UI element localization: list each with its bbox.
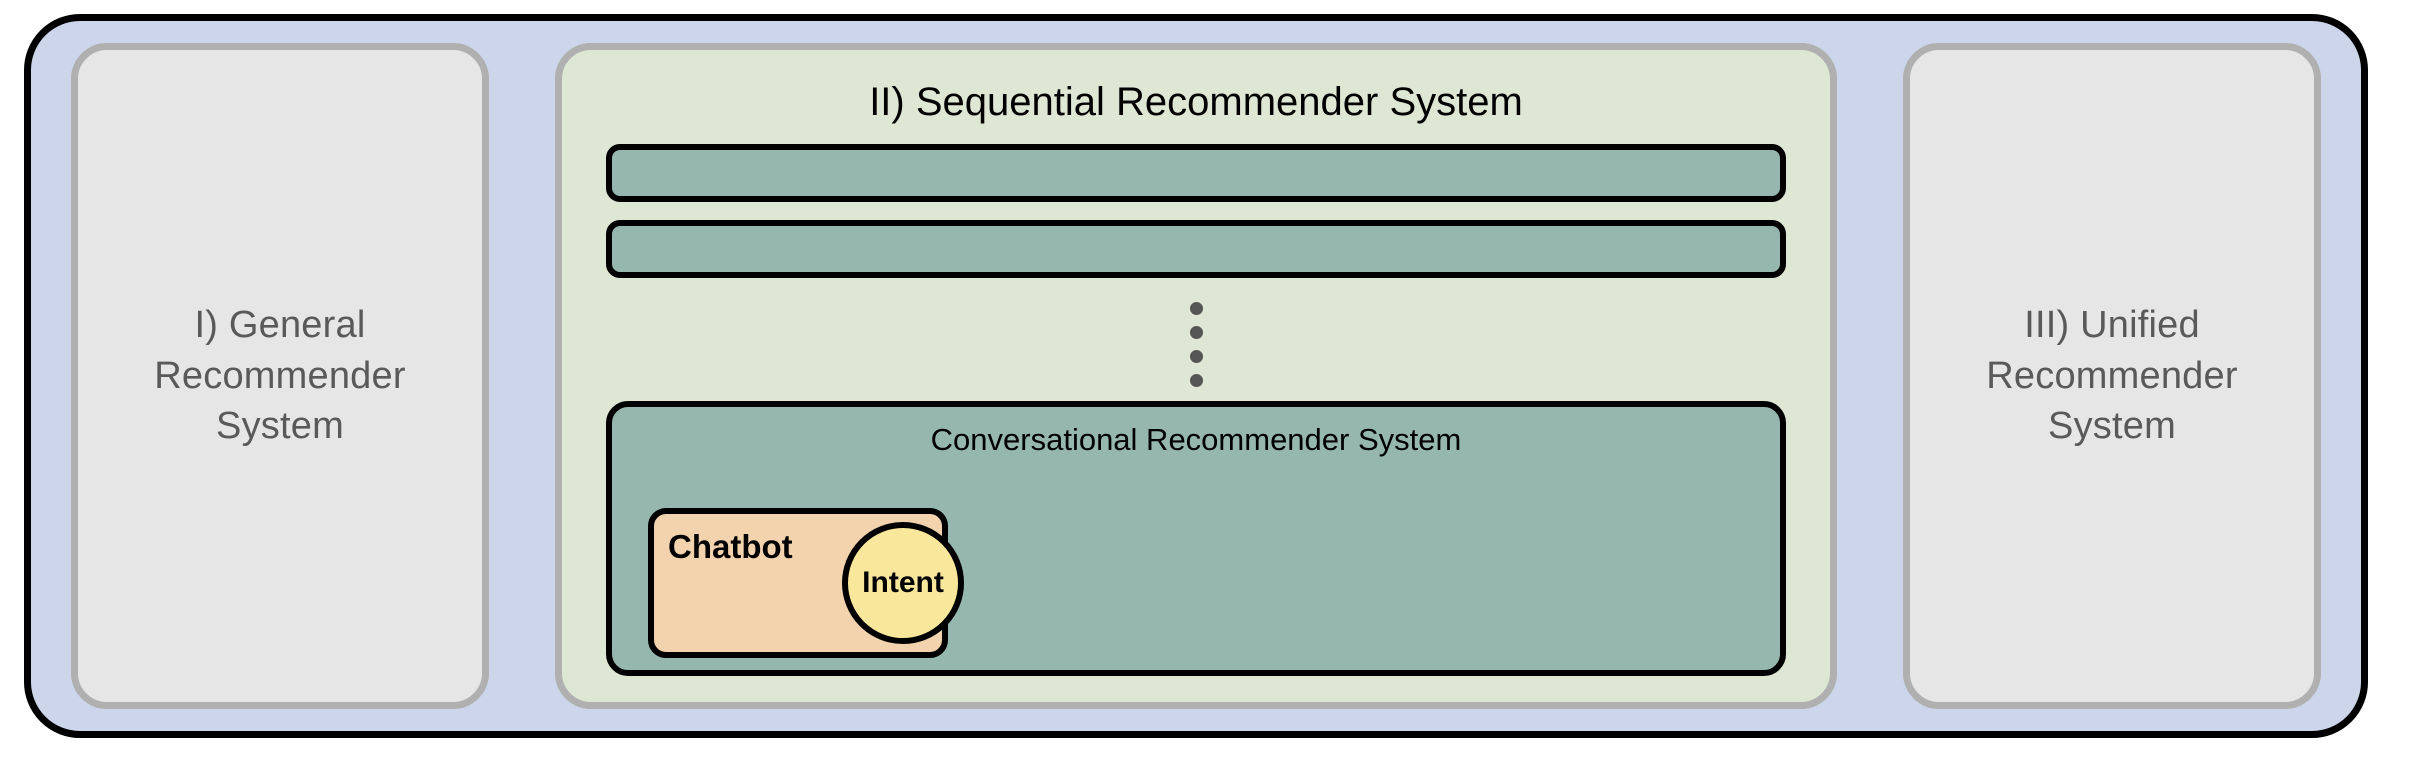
ellipsis-dot (1189, 326, 1203, 339)
panel-sequential-recommender-system-title: II) Sequential Recommender System (869, 80, 1523, 124)
chatbot-box: Chatbot Intent (648, 508, 964, 658)
panel-unified-recommender-system-label: III) Unified Recommender System (1986, 304, 2238, 448)
ellipsis-dot (1189, 302, 1203, 315)
sequence-bar-1 (606, 144, 1786, 202)
conversational-recommender-system-title: Conversational Recommender System (930, 422, 1462, 457)
ellipsis-dot (1189, 350, 1203, 363)
panel-general-recommender-system-label: I) General Recommender System (154, 304, 406, 448)
intent-circle: Intent (842, 522, 964, 644)
sequence-bar-2 (606, 220, 1786, 278)
diagram-outer-frame: I) General Recommender System II) Sequen… (24, 14, 2368, 738)
intent-label: Intent (862, 566, 944, 599)
panel-general-recommender-system: I) General Recommender System (71, 43, 489, 709)
panel-unified-recommender-system: III) Unified Recommender System (1903, 43, 2321, 709)
vertical-ellipsis-icon (1189, 302, 1203, 387)
conversational-recommender-system-box: Conversational Recommender System Chatbo… (606, 401, 1786, 676)
panel-sequential-recommender-system: II) Sequential Recommender System Conver… (555, 43, 1837, 709)
ellipsis-dot (1189, 374, 1203, 387)
chatbot-label: Chatbot (668, 528, 793, 565)
